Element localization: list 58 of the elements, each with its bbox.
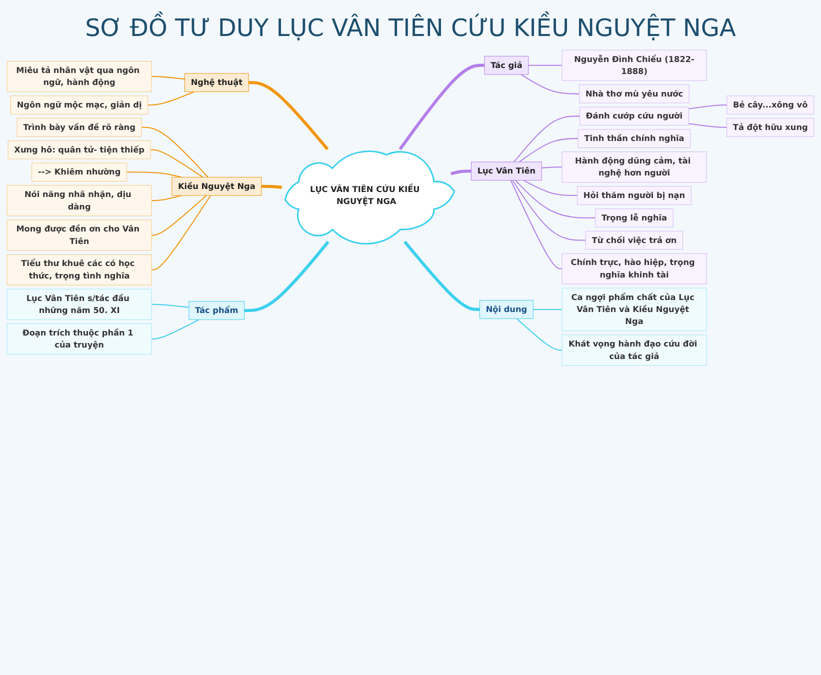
- node-box: Đánh cướp cứu người: [580, 106, 689, 126]
- connector: [523, 180, 578, 196]
- node-box: Miêu tả nhân vật qua ngôn ngữ, hành động: [6, 61, 152, 92]
- connector: [248, 81, 329, 150]
- connector: [518, 138, 578, 162]
- node-box: Kiều Nguyệt Nga: [172, 176, 262, 196]
- connector: [542, 166, 562, 168]
- node-box: Ca ngợi phẩm chất của Lục Vân Tiên và Kiều Nguyệt Nga: [562, 288, 707, 332]
- node-box: Trình bày vấn đề rõ ràng: [16, 118, 142, 137]
- node-box: Xưng hô: quân tử- tiện thiếp: [8, 140, 151, 160]
- node-box: Từ chối việc trả ơn: [585, 230, 684, 250]
- connector: [533, 308, 562, 310]
- node-box: Chính trực, hào hiệp, trọng nghĩa khinh tài: [562, 253, 707, 284]
- connector: [514, 180, 596, 218]
- node-box: Bẻ cây...xông vô: [726, 96, 814, 114]
- connector: [152, 76, 185, 80]
- connector: [152, 319, 200, 340]
- node-box: Nói năng nhã nhặn, dịu dàng: [6, 185, 152, 216]
- node-box: Nghệ thuật: [184, 73, 249, 92]
- connector: [688, 123, 727, 128]
- node-box: Nội dung: [479, 300, 534, 319]
- connector: [516, 318, 562, 351]
- node-box: Tác phẩm: [188, 301, 245, 320]
- connector: [520, 74, 580, 94]
- node-box: Đoạn trích thuộc phần 1 của truyện: [6, 323, 152, 354]
- node-box: Lục Vân Tiên: [470, 162, 542, 181]
- node-box: Lục Vân Tiên s/tác đầu những năm 50. XI: [6, 288, 152, 320]
- connector: [150, 149, 204, 178]
- node-box: Tiểu thư khuê các có học thức, trọng tình nghĩa: [6, 254, 152, 286]
- connector: [514, 116, 580, 162]
- node-box: Ngôn ngữ mộc mạc, giản dị: [10, 96, 148, 114]
- node-box: Trọng lễ nghĩa: [595, 208, 674, 228]
- connector: [688, 104, 727, 110]
- connector: [450, 170, 472, 176]
- connector: [528, 64, 562, 66]
- connector: [512, 180, 586, 241]
- connector: [148, 91, 194, 106]
- connector: [152, 195, 207, 236]
- connector: [244, 240, 330, 312]
- node-box: Tả đột hữu xung: [726, 118, 814, 137]
- node-box: Tinh thần chính nghĩa: [578, 129, 691, 148]
- node-box: Nguyễn Đình Chiểu (1822-1888): [562, 50, 707, 81]
- node-box: Hành động dũng cảm, tài nghệ hơn người: [562, 152, 707, 183]
- connector: [152, 304, 189, 308]
- connector: [510, 180, 562, 270]
- node-box: Nhà thơ mù yêu nước: [579, 84, 690, 104]
- connector: [404, 240, 480, 311]
- connector: [126, 172, 182, 178]
- node-box: Khát vọng hành đạo cứu đời của tác giả: [562, 334, 707, 366]
- connector: [398, 64, 484, 150]
- node-box: Mong được đền ơn cho Vân Tiên: [6, 220, 152, 251]
- connector: [142, 126, 208, 178]
- node-box: --> Khiêm nhường: [32, 162, 128, 182]
- node-box: Tác giả: [484, 56, 529, 75]
- node-box: Hỏi thăm người bị nạn: [577, 186, 692, 205]
- connector: [261, 184, 282, 189]
- connector: [152, 195, 182, 202]
- connector: [152, 195, 212, 270]
